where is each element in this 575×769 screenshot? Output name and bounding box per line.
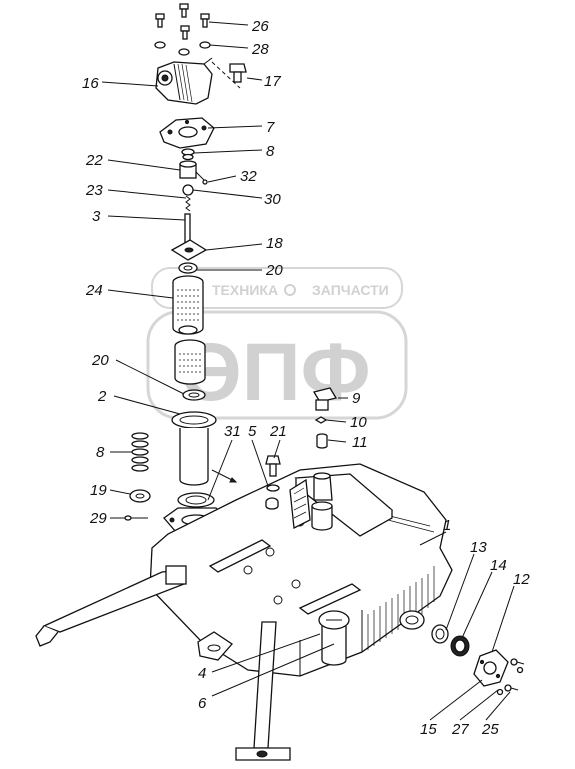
callout-12: 12 — [513, 571, 530, 588]
callout-29: 29 — [89, 510, 107, 527]
strap-6 — [235, 621, 291, 761]
bolt-17 — [229, 63, 247, 83]
sleeve-11 — [316, 433, 328, 449]
filter-element-lower — [174, 339, 206, 385]
watermark-gear-icon — [284, 284, 296, 296]
screws-25 — [504, 658, 525, 692]
spring-8 — [131, 432, 149, 472]
callout-23: 23 — [85, 182, 103, 199]
filter-14 — [450, 635, 470, 657]
callout-4: 4 — [198, 665, 206, 682]
callout-13: 13 — [470, 539, 487, 556]
callout-26: 26 — [251, 18, 269, 35]
leader-lines — [101, 21, 515, 721]
callout-20-lower: 20 — [91, 352, 109, 369]
watermark-logo: ЭПФ — [183, 327, 370, 418]
seal-ring-8 — [181, 148, 195, 161]
callout-25: 25 — [481, 721, 499, 738]
ring-20-lower — [182, 389, 206, 401]
watermark-text-left: ТЕХНИКА — [212, 282, 278, 298]
spring-23 — [185, 195, 191, 212]
callout-20-upper: 20 — [265, 262, 283, 279]
callout-11: 11 — [352, 434, 368, 451]
callout-10: 10 — [350, 414, 367, 431]
callout-8-top: 8 — [266, 143, 275, 160]
callout-18: 18 — [266, 235, 283, 252]
callout-6: 6 — [198, 695, 207, 712]
callout-16: 16 — [82, 75, 99, 92]
callout-8-left: 8 — [96, 444, 105, 461]
filter-element-24-upper — [172, 275, 204, 335]
callout-labels: 26 28 16 17 7 8 22 32 23 30 3 18 20 24 2… — [82, 18, 530, 738]
callout-24: 24 — [85, 282, 103, 299]
callout-31: 31 — [224, 423, 241, 440]
sleeve-2 — [171, 411, 217, 486]
strap-left — [35, 565, 187, 647]
seal-13 — [431, 624, 449, 644]
valve-seat-22 — [179, 160, 208, 185]
valve-housing-16 — [155, 57, 241, 105]
callout-17: 17 — [264, 73, 281, 90]
ball-30 — [182, 184, 194, 196]
cover-plate-7 — [159, 117, 215, 149]
callout-15: 15 — [420, 721, 437, 738]
callout-32: 32 — [240, 168, 257, 185]
callout-19: 19 — [90, 482, 107, 499]
gasket-18 — [170, 239, 208, 261]
watermark-text-right: ЗАПЧАСТИ — [312, 282, 389, 298]
bolt-21 — [265, 455, 281, 477]
callout-30: 30 — [264, 191, 281, 208]
washer-19 — [129, 489, 151, 503]
washer-5 — [265, 484, 280, 510]
callout-3: 3 — [92, 208, 101, 225]
callout-1: 1 — [443, 517, 451, 534]
callout-2: 2 — [97, 388, 107, 405]
callout-22: 22 — [85, 152, 103, 169]
washers-27 — [496, 666, 524, 696]
pump-stub — [311, 472, 333, 531]
pin-29 — [124, 515, 148, 521]
callout-7: 7 — [266, 119, 275, 136]
callout-14: 14 — [490, 557, 507, 574]
bracket-4 — [197, 631, 233, 661]
callout-21: 21 — [269, 423, 287, 440]
cover-12 — [473, 649, 509, 687]
washers-28 — [154, 41, 211, 56]
callout-9: 9 — [352, 390, 361, 407]
callout-28: 28 — [251, 41, 269, 58]
screws-26 — [155, 3, 210, 40]
callout-27: 27 — [451, 721, 469, 738]
ring-20-upper — [178, 262, 198, 274]
plug-9 — [312, 387, 338, 411]
watermark: ТЕХНИКА ЗАПЧАСТИ ЭПФ — [146, 267, 408, 420]
callout-5: 5 — [248, 423, 257, 440]
